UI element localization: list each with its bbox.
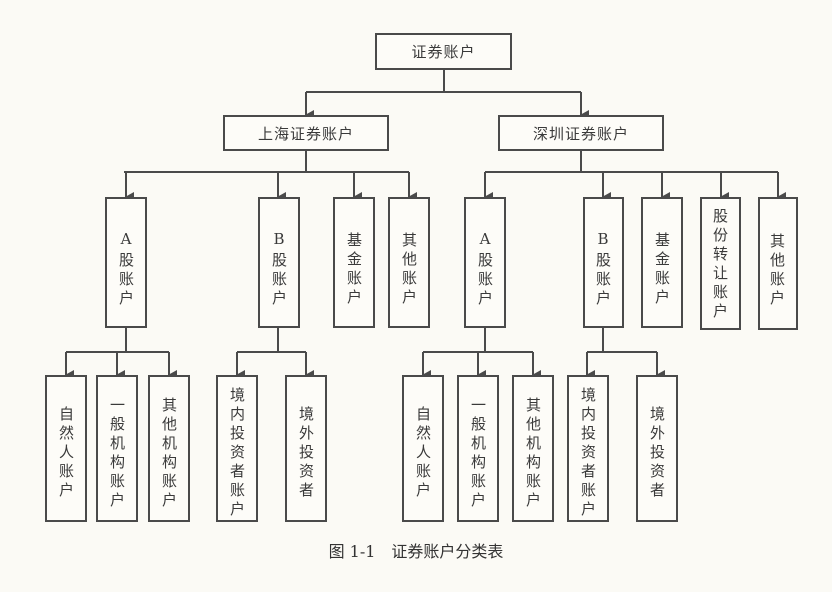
shanghai-node: 上海证券账户 (223, 115, 389, 151)
sz-b-share-node: B股账户 (583, 197, 624, 328)
sh-a-child-natural-person: 自然人账户 (45, 375, 87, 522)
node-label: 基金账户 (653, 231, 671, 308)
sh-b-child-domestic: 境内投资者账户 (216, 375, 258, 522)
node-label: 境内投资者账户 (579, 387, 597, 520)
sh-a-share-node: A股账户 (105, 197, 147, 328)
sz-b-child-domestic: 境内投资者账户 (567, 375, 609, 522)
sz-a-child-other-institution: 其他机构账户 (512, 375, 554, 522)
shanghai-label: 上海证券账户 (257, 124, 354, 143)
node-label: 自然人账户 (414, 406, 432, 501)
sz-a-child-natural-person: 自然人账户 (402, 375, 444, 522)
shenzhen-label: 深圳证券账户 (532, 124, 629, 143)
node-label: 其他账户 (400, 231, 418, 308)
node-label: A股账户 (117, 230, 135, 309)
sz-fund-node: 基金账户 (641, 197, 683, 328)
shenzhen-node: 深圳证券账户 (498, 115, 664, 151)
sh-b-share-node: B股账户 (258, 197, 300, 328)
sz-b-child-foreign: 境外投资者 (636, 375, 678, 522)
node-label: 自然人账户 (57, 406, 75, 501)
root-node: 证券账户 (375, 33, 512, 70)
sh-b-child-foreign: 境外投资者 (285, 375, 327, 522)
node-label: B股账户 (270, 230, 288, 309)
node-label: 其他账户 (768, 232, 786, 309)
node-label: 一般机构账户 (469, 396, 487, 511)
sh-a-child-general-institution: 一般机构账户 (96, 375, 138, 522)
node-label: 股份转让账户 (711, 207, 729, 322)
node-label: 境外投资者 (297, 406, 315, 501)
sz-other-node: 其他账户 (758, 197, 798, 330)
node-label: 基金账户 (345, 231, 363, 308)
sh-other-node: 其他账户 (388, 197, 430, 328)
node-label: A股账户 (476, 230, 494, 309)
sh-fund-node: 基金账户 (333, 197, 375, 328)
node-label: B股账户 (594, 230, 612, 309)
node-label: 其他机构账户 (524, 396, 542, 511)
sz-a-share-node: A股账户 (464, 197, 506, 328)
figure-caption: 图 1-1 证券账户分类表 (328, 542, 504, 561)
sh-a-child-other-institution: 其他机构账户 (148, 375, 190, 522)
root-label: 证券账户 (411, 43, 476, 61)
node-label: 一般机构账户 (108, 396, 126, 511)
sz-a-child-general-institution: 一般机构账户 (457, 375, 499, 522)
node-label: 境内投资者账户 (228, 387, 246, 520)
node-label: 境外投资者 (648, 406, 666, 501)
node-label: 其他机构账户 (160, 396, 178, 511)
sz-share-transfer-node: 股份转让账户 (700, 197, 741, 330)
